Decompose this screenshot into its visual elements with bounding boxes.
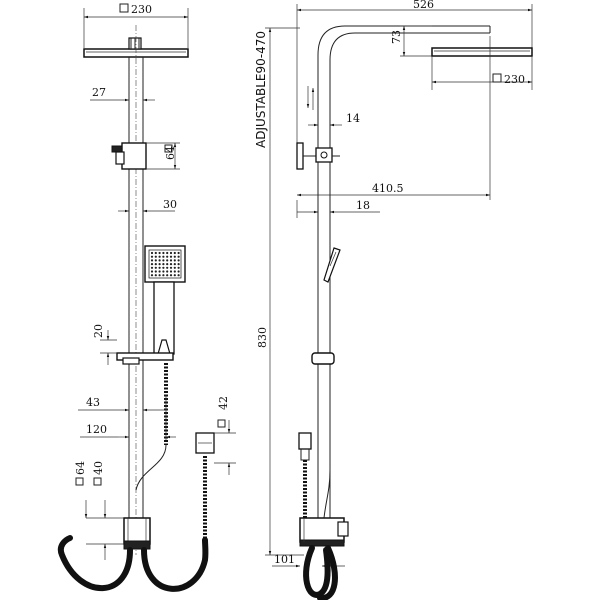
- nozzle-dot: [150, 266, 154, 269]
- nozzle-dot: [158, 259, 161, 262]
- nozzle-dot: [150, 274, 154, 277]
- reach-dim: 410.5: [372, 182, 404, 195]
- nozzle-dot: [169, 251, 173, 255]
- nozzle-grid: [150, 251, 180, 277]
- nozzle-dot: [162, 259, 165, 262]
- overall-width-dim: 526: [413, 0, 434, 11]
- height-dim: 830: [256, 327, 269, 348]
- lower-hose-right: [141, 537, 209, 592]
- nozzle-dot: [166, 274, 169, 277]
- nozzle-dot: [169, 263, 173, 266]
- nozzle-dot: [158, 274, 161, 277]
- head-drop-dim: 73: [390, 30, 403, 44]
- nozzle-dot: [177, 266, 180, 269]
- nozzle-dot: [177, 270, 180, 273]
- nozzle-dot: [177, 251, 180, 255]
- nozzle-dot: [173, 251, 176, 255]
- nozzle-dot: [150, 251, 154, 255]
- nozzle-dot: [173, 263, 176, 266]
- nozzle-dot: [169, 270, 173, 273]
- nozzle-dot: [166, 266, 169, 269]
- side-view: 526 73 230 ADJUSTABLE90-470 14: [254, 0, 533, 600]
- nozzle-dot: [169, 274, 173, 277]
- square-symbol-icon: [164, 144, 173, 153]
- nozzle-dot: [169, 259, 173, 262]
- base-width-dim: 101: [274, 553, 295, 566]
- nozzle-dot: [154, 259, 157, 262]
- nozzle-dot: [150, 263, 154, 266]
- bracket-size-dim: 64: [164, 146, 177, 160]
- side-wall-plate: [296, 142, 304, 170]
- arm-offset-dim: 27: [92, 86, 106, 99]
- nozzle-dot: [166, 251, 169, 255]
- side-slider: [311, 352, 335, 365]
- nozzle-dot: [162, 251, 165, 255]
- riser-offset-dim: 30: [163, 198, 177, 211]
- nozzle-dot: [173, 255, 176, 258]
- nozzle-dot: [169, 255, 173, 258]
- nozzle-dot: [154, 251, 157, 255]
- nozzle-dot: [154, 274, 157, 277]
- nozzle-dot: [158, 270, 161, 273]
- side-diverter: [299, 517, 345, 543]
- nozzle-dot: [177, 274, 180, 277]
- nozzle-dot: [150, 270, 154, 273]
- nozzle-dot: [158, 251, 161, 255]
- nozzle-dot: [169, 266, 173, 269]
- nozzle-dot: [173, 259, 176, 262]
- nozzle-dot: [162, 274, 165, 277]
- nozzle-dot: [158, 266, 161, 269]
- nozzle-dot: [177, 263, 180, 266]
- side-hand-shower: [323, 247, 341, 283]
- nozzle-dot: [162, 270, 165, 273]
- shower-arm: [317, 25, 490, 150]
- wall-offset-dim: 18: [356, 199, 370, 212]
- lower-hose-left: [57, 535, 133, 592]
- hose-offset-dim: 120: [86, 423, 107, 436]
- nozzle-dot: [158, 255, 161, 258]
- nozzle-dot: [166, 259, 169, 262]
- nozzle-dot: [162, 266, 165, 269]
- nozzle-dot: [150, 255, 154, 258]
- nozzle-dot: [173, 266, 176, 269]
- square-symbol-icon: [75, 477, 84, 486]
- nozzle-dot: [154, 263, 157, 266]
- slider-bar: [116, 352, 174, 361]
- nozzle-dot: [154, 270, 157, 273]
- bracket-offset-dim: 14: [346, 112, 360, 125]
- nozzle-dot: [162, 263, 165, 266]
- head-size-dim: 230: [131, 3, 152, 16]
- slider-offset-dim: 43: [86, 396, 100, 409]
- adjustable-label: ADJUSTABLE90-470: [254, 31, 268, 148]
- square-symbol-icon: [217, 419, 226, 428]
- side-head-size-dim: 230: [504, 73, 525, 86]
- nozzle-dot: [173, 274, 176, 277]
- wall-bracket: [121, 142, 147, 170]
- nozzle-dot: [162, 255, 165, 258]
- rain-head-side: [431, 47, 533, 57]
- side-hose-left: [303, 545, 331, 598]
- flange-size-dim: 42: [217, 396, 230, 410]
- slider-height-dim: 20: [92, 324, 105, 338]
- nozzle-dot: [166, 255, 169, 258]
- nozzle-dot: [177, 255, 180, 258]
- nozzle-dot: [166, 270, 169, 273]
- nozzle-dot: [173, 270, 176, 273]
- square-symbol-icon: [119, 3, 129, 13]
- side-hose-connector: [298, 432, 312, 450]
- nozzle-dot: [177, 259, 180, 262]
- nozzle-dot: [150, 259, 154, 262]
- square-symbol-icon: [492, 73, 502, 83]
- base-inner-dim: 40: [92, 461, 105, 475]
- square-symbol-icon: [93, 477, 102, 486]
- nozzle-dot: [154, 255, 157, 258]
- nozzle-dot: [166, 263, 169, 266]
- nozzle-dot: [154, 266, 157, 269]
- side-hose-right: [317, 545, 338, 600]
- nozzle-dot: [158, 263, 161, 266]
- front-view: 230 27 64 30: [57, 3, 236, 592]
- base-outer-dim: 64: [74, 461, 87, 475]
